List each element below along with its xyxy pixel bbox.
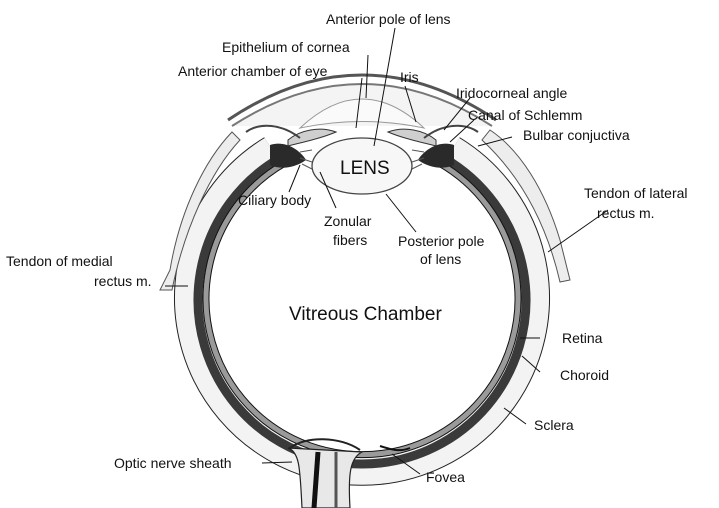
label-posterior-pole-2: of lens: [420, 251, 461, 267]
ciliary-body: [270, 143, 454, 168]
label-anterior-chamber: Anterior chamber of eye: [178, 63, 328, 79]
retina: [202, 159, 522, 459]
zonular-fibers: [299, 149, 425, 171]
label-tendon-lateral-1: Tendon of lateral: [584, 185, 688, 201]
choroid: [193, 154, 531, 469]
label-retina: Retina: [562, 330, 603, 346]
label-anterior-pole: Anterior pole of lens: [326, 11, 451, 27]
label-lens: LENS: [340, 158, 390, 179]
label-tendon-lateral-2: rectus m.: [597, 205, 655, 221]
labels: Anterior pole of lens Epithelium of corn…: [6, 11, 688, 485]
label-iridocorneal-angle: Iridocorneal angle: [456, 85, 568, 101]
label-vitreous-chamber: Vitreous Chamber: [289, 304, 442, 325]
label-sclera: Sclera: [534, 417, 574, 433]
label-iris: Iris: [400, 69, 419, 85]
label-zonular-2: fibers: [333, 232, 367, 248]
label-fovea: Fovea: [426, 469, 465, 485]
label-zonular-1: Zonular: [324, 213, 372, 229]
anterior-chamber: [298, 98, 426, 129]
label-optic-nerve-sheath: Optic nerve sheath: [114, 455, 232, 471]
label-bulbar-conjunctiva: Bulbar conjuctiva: [523, 127, 630, 143]
label-epithelium-cornea: Epithelium of cornea: [222, 39, 350, 55]
label-posterior-pole-1: Posterior pole: [398, 233, 485, 249]
label-tendon-medial-2: rectus m.: [94, 273, 152, 289]
fovea: [379, 445, 411, 452]
sclera: [174, 137, 550, 486]
label-canal-schlemm: Canal of Schlemm: [468, 107, 582, 123]
conjunctiva-tendons: [159, 124, 571, 291]
label-ciliary-body: Ciliary body: [238, 192, 311, 208]
lens: [311, 137, 413, 195]
optic-nerve: [287, 438, 365, 508]
label-choroid: Choroid: [560, 367, 609, 383]
label-tendon-medial-1: Tendon of medial: [6, 253, 113, 269]
leader-lines: [165, 27, 609, 475]
iris: [287, 128, 437, 147]
